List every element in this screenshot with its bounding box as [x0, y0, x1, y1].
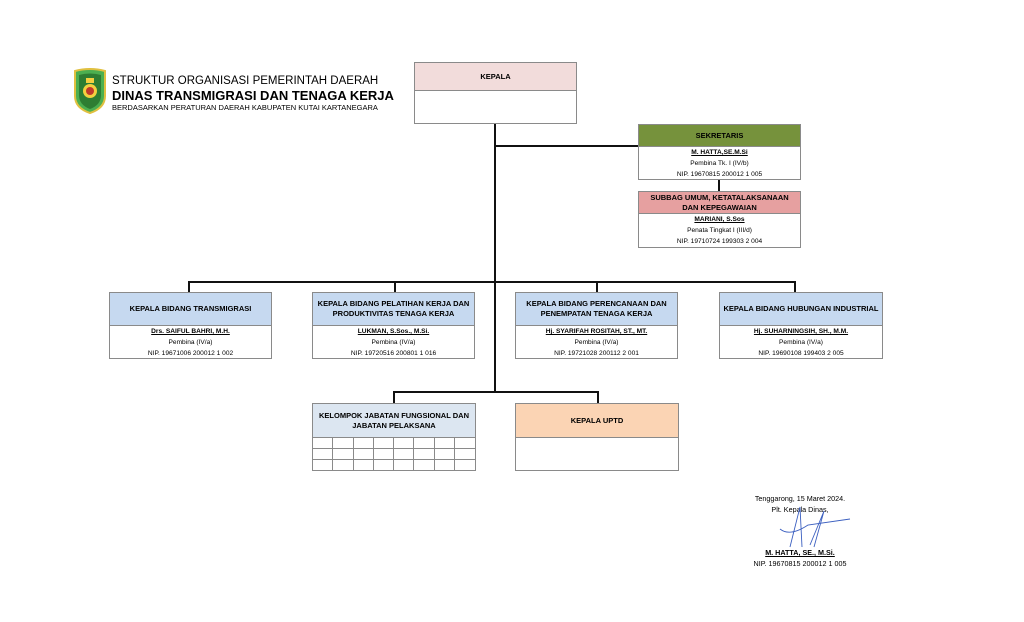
bidang-nip: NIP. 19690108 199403 2 005: [758, 350, 844, 357]
sekretaris-box: SEKRETARIS M. HATTA,SE.M.Si Pembina Tk. …: [638, 124, 801, 180]
connector-sekretaris-subbag: [718, 179, 720, 191]
uptd-title: KEPALA UPTD: [570, 415, 624, 425]
bidang-rank: Pembina (IV/a): [574, 339, 619, 346]
uptd-box: KEPALA UPTD: [515, 403, 679, 471]
bidang-header: KEPALA BIDANG HUBUNGAN INDUSTRIAL: [720, 293, 882, 326]
kutai-kartanegara-crest-icon: [74, 68, 106, 115]
connector-bottom-horizontal: [393, 391, 598, 393]
bidang-box-hubungan-industrial: KEPALA BIDANG HUBUNGAN INDUSTRIAL Hj. SU…: [719, 292, 883, 359]
connector-bidang-4: [794, 281, 796, 292]
subbag-box: SUBBAG UMUM, KETATALAKSANAAN DAN KEPEGAW…: [638, 191, 801, 248]
bidang-name: LUKMAN, S.Sos., M.Si.: [357, 328, 430, 335]
logo: [72, 68, 108, 115]
kepala-box: KEPALA: [414, 62, 577, 124]
header-line3: BERDASARKAN PERATURAN DAERAH KABUPATEN K…: [112, 103, 378, 112]
bidang-header: KEPALA BIDANG TRANSMIGRASI: [110, 293, 271, 326]
sekretaris-nip: NIP. 19670815 200012 1 005: [676, 171, 763, 178]
bidang-header: KEPALA BIDANG PERENCANAAN DAN PENEMPATAN…: [516, 293, 677, 326]
sekretaris-title: SEKRETARIS: [695, 130, 744, 140]
connector-bidang-3: [596, 281, 598, 292]
bidang-title: KEPALA BIDANG HUBUNGAN INDUSTRIAL: [723, 304, 879, 313]
sekretaris-name: M. HATTA,SE.M.Si: [691, 149, 748, 156]
fungsional-header: KELOMPOK JABATAN FUNGSIONAL DAN JABATAN …: [313, 404, 475, 438]
bidang-box-transmigrasi: KEPALA BIDANG TRANSMIGRASI Drs. SAIFUL B…: [109, 292, 272, 359]
signature-area: [730, 506, 870, 548]
bidang-nip: NIP. 19721028 200112 2 001: [554, 350, 639, 357]
handwritten-signature-icon: [779, 506, 851, 548]
connector-main-vertical: [494, 123, 496, 391]
signature-block: Tenggarong, 15 Maret 2024. Plt. Kepala D…: [730, 493, 870, 569]
subbag-rank: Penata Tingkat I (III/d): [687, 227, 752, 234]
connector-to-sekretaris: [494, 145, 638, 147]
bidang-title: KEPALA BIDANG PELATIHAN KERJA DAN PRODUK…: [317, 299, 470, 318]
bidang-name: Hj. SUHARNINGSIH, SH., M.M.: [753, 328, 849, 335]
bidang-rank: Pembina (IV/a): [168, 339, 213, 346]
bidang-title: KEPALA BIDANG PERENCANAAN DAN PENEMPATAN…: [526, 299, 667, 318]
subbag-header: SUBBAG UMUM, KETATALAKSANAAN DAN KEPEGAW…: [639, 192, 800, 214]
fungsional-box: KELOMPOK JABATAN FUNGSIONAL DAN JABATAN …: [312, 403, 476, 471]
bidang-header: KEPALA BIDANG PELATIHAN KERJA DAN PRODUK…: [313, 293, 474, 326]
bidang-box-perencanaan: KEPALA BIDANG PERENCANAAN DAN PENEMPATAN…: [515, 292, 678, 359]
signature-place-date: Tenggarong, 15 Maret 2024.: [754, 494, 846, 503]
bidang-title: KEPALA BIDANG TRANSMIGRASI: [129, 304, 252, 313]
bidang-box-pelatihan: KEPALA BIDANG PELATIHAN KERJA DAN PRODUK…: [312, 292, 475, 359]
connector-bidang-2: [394, 281, 396, 292]
header-line2: DINAS TRANSMIGRASI DAN TENAGA KERJA: [112, 88, 394, 103]
bidang-rank: Pembina (IV/a): [779, 339, 823, 346]
kepala-title: KEPALA: [480, 71, 511, 81]
fungsional-title: KELOMPOK JABATAN FUNGSIONAL DAN JABATAN …: [319, 410, 469, 430]
bidang-nip: NIP. 19671006 200012 1 002: [147, 350, 234, 357]
subbag-nip: NIP. 19710724 199303 2 004: [676, 238, 763, 245]
bidang-nip: NIP. 19720516 200801 1 016: [350, 350, 437, 357]
kepala-header: KEPALA: [415, 63, 576, 91]
connector-bidang-1: [188, 281, 190, 292]
signature-nip: NIP. 19670815 200012 1 005: [753, 559, 847, 568]
bidang-name: Drs. SAIFUL BAHRI, M.H.: [151, 328, 230, 335]
sekretaris-header: SEKRETARIS: [639, 125, 800, 147]
sekretaris-rank: Pembina Tk. I (IV/b): [690, 160, 749, 167]
subbag-name: MARIANI, S.Sos: [694, 216, 745, 223]
connector-fungsional: [393, 391, 395, 403]
connector-uptd: [597, 391, 599, 403]
fungsional-grid: [313, 438, 475, 471]
header-line1: STRUKTUR ORGANISASI PEMERINTAH DAERAH: [112, 75, 379, 87]
connector-bidang-horizontal: [188, 281, 795, 283]
subbag-title: SUBBAG UMUM, KETATALAKSANAAN DAN KEPEGAW…: [650, 192, 789, 212]
signature-name: M. HATTA, SE., M.Si.: [765, 548, 835, 557]
uptd-header: KEPALA UPTD: [516, 404, 678, 438]
bidang-rank: Pembina (IV/a): [371, 339, 416, 346]
bidang-name: Hj. SYARIFAH ROSITAH, ST., MT.: [545, 328, 648, 335]
